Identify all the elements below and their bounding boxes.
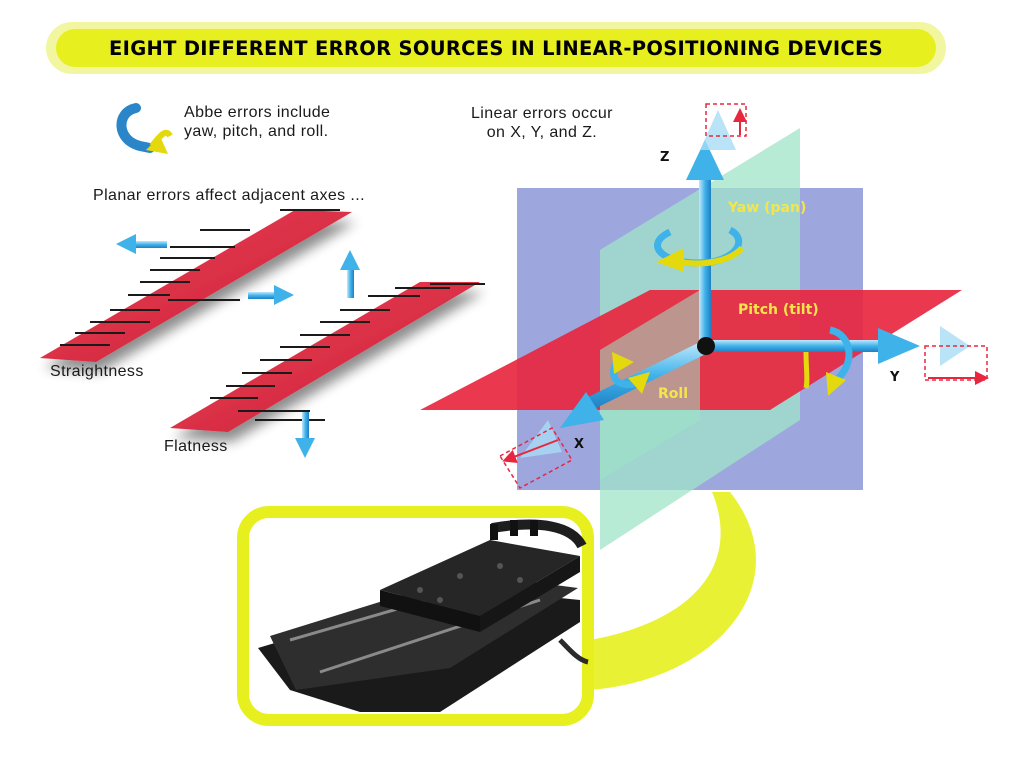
pitch-rotation-arrow — [803, 326, 853, 396]
straightness-band — [40, 210, 352, 362]
y-axis-label: Y — [890, 370, 900, 385]
green-plane-front — [600, 290, 700, 480]
flatness-down-arrow — [295, 412, 315, 458]
flatness-label: Flatness — [164, 438, 228, 455]
callout-connector — [590, 492, 756, 690]
linear-note-line1: Linear errors occur — [471, 105, 613, 122]
x-axis-label: X — [574, 437, 585, 452]
straightness-right-arrow — [248, 285, 294, 305]
abbe-note-line1: Abbe errors include — [184, 104, 331, 121]
title-banner: EIGHT DIFFERENT ERROR SOURCES IN LINEAR-… — [46, 22, 946, 74]
y-axis-arrow — [712, 326, 989, 385]
title-band: EIGHT DIFFERENT ERROR SOURCES IN LINEAR-… — [56, 29, 936, 67]
diagram-title: EIGHT DIFFERENT ERROR SOURCES IN LINEAR-… — [109, 36, 883, 60]
flatness-up-arrow — [340, 250, 360, 298]
z-axis-label: Z — [660, 150, 670, 165]
roll-label: Roll — [658, 386, 688, 402]
abbe-note: Abbe errors include yaw, pitch, and roll… — [184, 103, 330, 141]
linear-note: Linear errors occur on X, Y, and Z. — [471, 104, 613, 142]
origin-point — [697, 337, 715, 355]
linear-note-line2: on X, Y, and Z. — [486, 124, 598, 141]
yaw-rotation-arrow — [654, 226, 745, 272]
straightness-left-arrow — [116, 234, 167, 254]
straightness-label: Straightness — [50, 363, 144, 380]
stage-photo — [237, 506, 594, 726]
pitch-label: Pitch (tilt) — [738, 302, 819, 318]
abbe-rotation-icon — [116, 103, 173, 154]
flatness-band — [170, 282, 480, 432]
yaw-label: Yaw (pan) — [728, 200, 807, 216]
flatness-lines — [210, 283, 485, 421]
straightness-lines — [60, 209, 340, 346]
planar-note: Planar errors affect adjacent axes ... — [93, 187, 365, 204]
abbe-note-line2: yaw, pitch, and roll. — [184, 123, 329, 140]
roll-rotation-arrow — [610, 352, 650, 394]
